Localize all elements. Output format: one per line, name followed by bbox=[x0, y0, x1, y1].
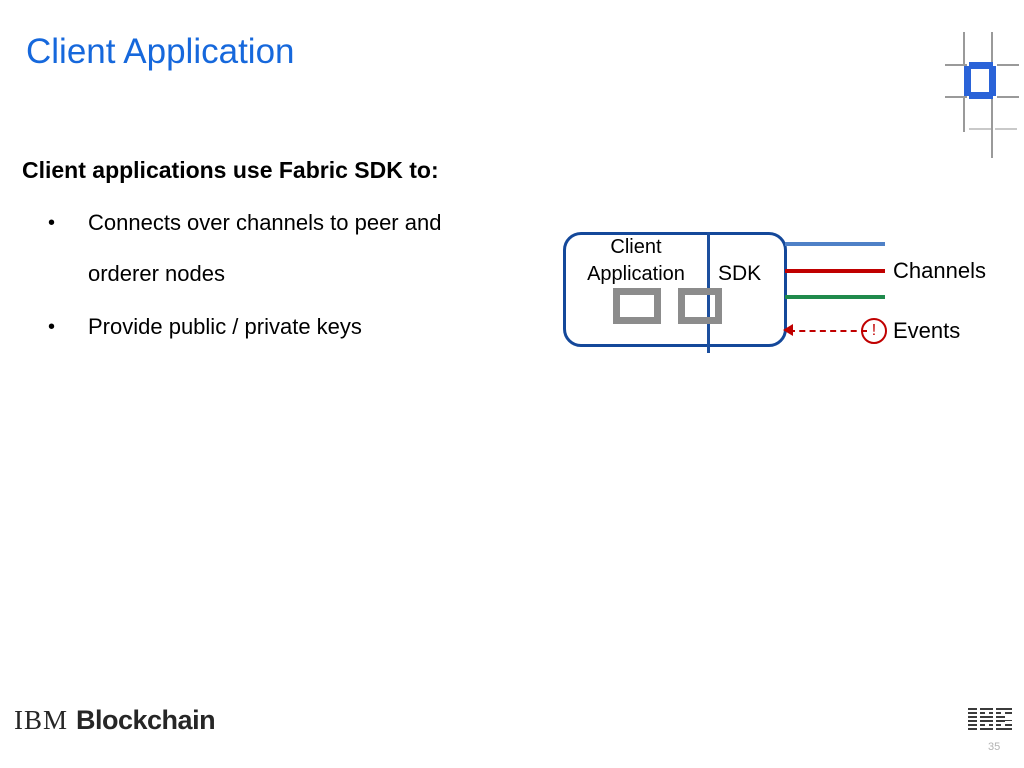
client-application-diagram: Client Application SDK Channels ! Events bbox=[555, 225, 1015, 365]
channel-line-red bbox=[785, 269, 885, 273]
client-application-label-line2: Application bbox=[587, 263, 685, 285]
list-item-continuation: orderer nodes bbox=[88, 259, 225, 289]
events-dashed-arrow bbox=[789, 330, 867, 332]
ibm-grid-mark-icon bbox=[945, 8, 1021, 158]
blockchain-wordmark-text: Blockchain bbox=[76, 705, 216, 735]
client-application-box bbox=[563, 232, 787, 347]
lead-statement: Client applications use Fabric SDK to: bbox=[22, 157, 439, 183]
list-item-label: Connects over channels to peer and bbox=[88, 210, 442, 235]
page-number: 35 bbox=[988, 741, 1001, 753]
sdk-label: SDK bbox=[718, 262, 762, 285]
list-item: • Connects over channels to peer and bbox=[48, 208, 441, 238]
client-application-box-label: Client Application bbox=[567, 234, 705, 288]
events-arrow-head-icon bbox=[783, 324, 793, 336]
app-module-square-icon bbox=[678, 288, 722, 324]
alert-circle-icon: ! bbox=[861, 318, 887, 344]
bullet-marker-icon: • bbox=[48, 212, 56, 234]
channel-line-blue bbox=[785, 242, 885, 246]
list-item-continuation-label: orderer nodes bbox=[88, 261, 225, 286]
app-module-square-icon bbox=[613, 288, 661, 324]
list-item: • Provide public / private keys bbox=[48, 312, 362, 342]
channels-label: Channels bbox=[893, 258, 986, 283]
bullet-marker-icon: • bbox=[48, 316, 56, 338]
ibm-wordmark-text: IBM bbox=[14, 705, 69, 735]
events-label: Events bbox=[893, 318, 961, 343]
page-title: Client Application bbox=[26, 32, 295, 71]
channel-line-green bbox=[785, 295, 885, 299]
client-application-label-line1: Client bbox=[610, 236, 662, 258]
list-item-label: Provide public / private keys bbox=[88, 314, 362, 339]
ibm-striped-logo-icon bbox=[968, 708, 1012, 730]
